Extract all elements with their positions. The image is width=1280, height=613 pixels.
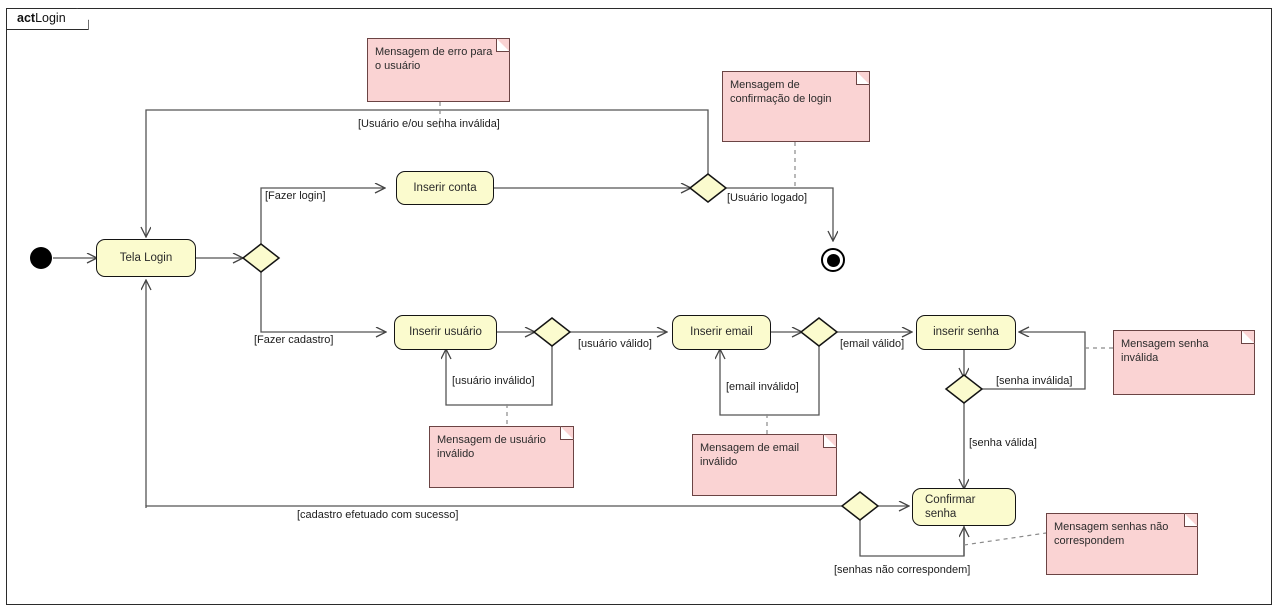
edge-fazer-cadastro xyxy=(260,270,385,332)
note-senhas-nao-correspondem: Mensagem senhas não correspondem xyxy=(1046,513,1198,575)
action-inserir-senha-label: inserir senha xyxy=(933,326,999,339)
action-tela-login[interactable]: Tela Login xyxy=(96,239,196,277)
edge-cadastro-sucesso-h xyxy=(145,505,842,508)
note-senhas-nao-correspondem-line1: Mensagem senhas não xyxy=(1054,521,1169,533)
note-email-invalido-line1: Mensagem de email xyxy=(700,442,800,454)
note-erro-usuario-line2: o usuário xyxy=(375,60,421,73)
guard-email-valido: [email válido] xyxy=(840,338,905,350)
note-usuario-invalido-line1: Mensagem de usuário xyxy=(437,434,546,446)
guard-cadastro-sucesso: [cadastro efetuado com sucesso] xyxy=(297,509,459,521)
note-fold-corner-icon xyxy=(1184,513,1198,527)
note-senha-invalida-line1: Mensagem senha xyxy=(1121,338,1209,350)
action-confirmar-senha[interactable]: Confirmar senha xyxy=(912,488,1016,526)
note-usuario-invalido-line2: inválido xyxy=(437,448,475,461)
note-confirmacao-login-line1: Mensagem de xyxy=(730,79,800,91)
guard-senha-valida: [senha válida] xyxy=(969,437,1037,449)
action-inserir-usuario-label: Inserir usuário xyxy=(409,326,482,339)
action-inserir-conta-label: Inserir conta xyxy=(413,181,477,194)
merge-confirmar xyxy=(840,491,880,521)
note-senhas-nao-correspondem-line2: correspondem xyxy=(1054,535,1125,548)
note-confirmacao-login-line2: confirmação de login xyxy=(730,93,832,106)
note-email-invalido-line2: inválido xyxy=(700,456,738,469)
note-fold-corner-icon xyxy=(856,71,870,85)
decision-email xyxy=(799,317,839,347)
guard-usuario-senha-invalida: [Usuário e/ou senha inválida] xyxy=(358,118,500,130)
note-usuario-invalido: Mensagem de usuário inválido xyxy=(429,426,574,488)
action-inserir-usuario[interactable]: Inserir usuário xyxy=(394,315,497,350)
decision-usuario xyxy=(532,317,572,347)
action-inserir-conta[interactable]: Inserir conta xyxy=(396,171,494,205)
action-inserir-email-label: Inserir email xyxy=(690,326,753,339)
action-confirmar-senha-labels: Confirmar senha xyxy=(925,493,975,522)
action-tela-login-label: Tela Login xyxy=(119,251,173,264)
note-erro-usuario-line1: Mensagem de erro para xyxy=(375,46,493,58)
note-confirmacao-login: Mensagem de confirmação de login xyxy=(722,71,870,142)
guard-fazer-cadastro: [Fazer cadastro] xyxy=(254,334,334,346)
guard-fazer-login: [Fazer login] xyxy=(265,190,326,202)
note-fold-corner-icon xyxy=(496,38,510,52)
guard-senhas-nao-correspondem: [senhas não correspondem] xyxy=(834,564,971,576)
note-email-invalido: Mensagem de email inválido xyxy=(692,434,837,496)
edge-email-invalido-loop xyxy=(720,345,820,416)
initial-node xyxy=(30,247,52,269)
merge-login xyxy=(688,173,728,203)
decision-login-cadastro xyxy=(241,243,281,273)
action-confirmar-senha-label-line1: Confirmar xyxy=(925,493,976,506)
activity-final-node xyxy=(821,248,845,272)
frame-title-tab: actLogin xyxy=(6,8,89,30)
edge-usuario-invalido-loop xyxy=(446,345,553,406)
guard-email-invalido: [email inválido] xyxy=(726,381,799,393)
action-confirmar-senha-label-line2: senha xyxy=(925,508,957,520)
action-inserir-senha[interactable]: inserir senha xyxy=(916,315,1016,350)
guard-usuario-logado: [Usuário logado] xyxy=(727,192,808,204)
note-fold-corner-icon xyxy=(560,426,574,440)
guard-usuario-invalido: [usuário inválido] xyxy=(452,375,535,387)
anchor-note-senhas-nao-correspondem xyxy=(963,532,1047,546)
guard-senha-invalida: [senha inválida] xyxy=(996,375,1073,387)
edge-usuario-senha-invalida xyxy=(146,109,709,236)
guard-usuario-valido: [usuário válido] xyxy=(578,338,652,350)
decision-senha xyxy=(944,374,984,404)
edge-usuario-logado-to-final xyxy=(726,187,833,240)
note-fold-corner-icon xyxy=(823,434,837,448)
note-fold-corner-icon xyxy=(1241,330,1255,344)
note-erro-usuario: Mensagem de erro para o usuário xyxy=(367,38,510,102)
edge-fazer-login xyxy=(260,188,384,246)
action-inserir-email[interactable]: Inserir email xyxy=(672,315,771,350)
frame-stereotype: act xyxy=(17,11,36,25)
note-senha-invalida: Mensagem senha inválida xyxy=(1113,330,1255,395)
edge-senha-invalida-loop xyxy=(982,332,1086,390)
note-senha-invalida-line2: inválida xyxy=(1121,352,1159,365)
frame-name: Login xyxy=(35,11,66,25)
